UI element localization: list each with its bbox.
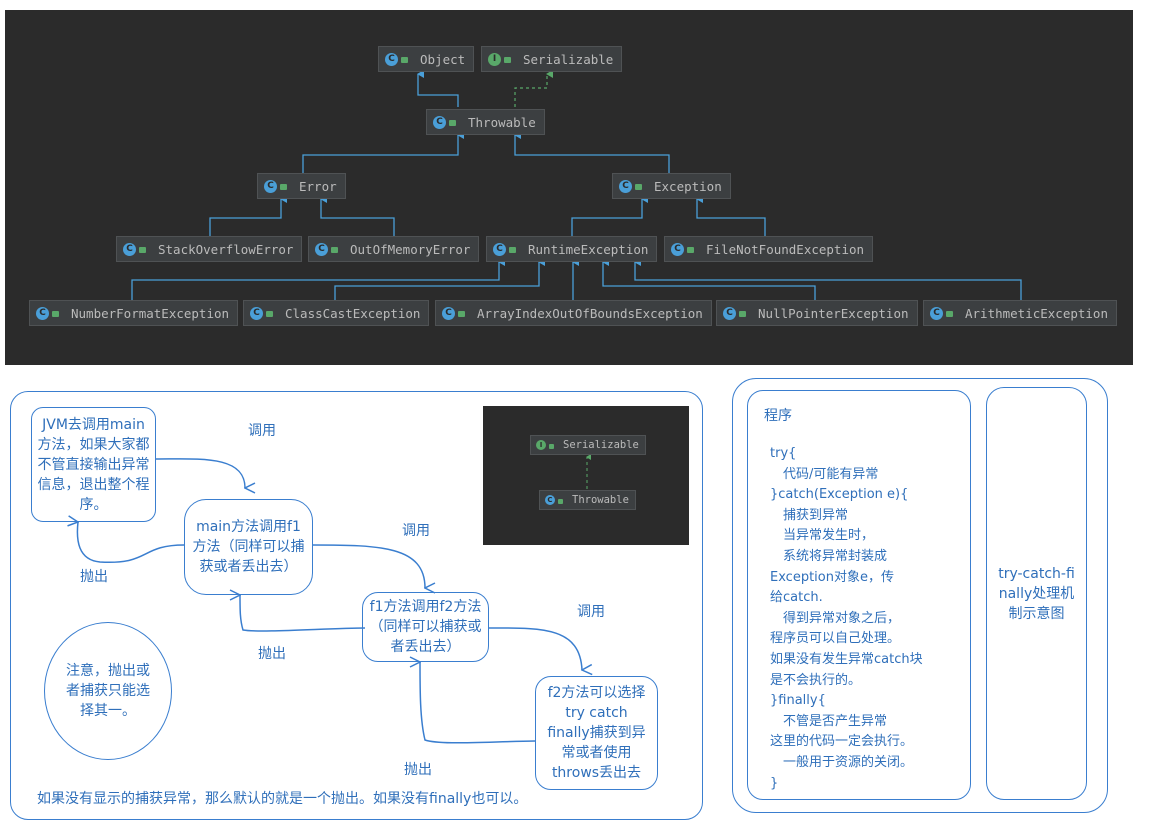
lock-icon	[946, 311, 953, 317]
code-line: 捕获到异常	[770, 507, 849, 523]
lock-icon	[687, 247, 694, 253]
code-line: 一般用于资源的关闭。	[770, 754, 914, 770]
code-line: }finally{	[770, 693, 826, 709]
label-throw-f1-main: 抛出	[258, 646, 286, 662]
interface-icon: I	[536, 440, 546, 450]
code-line: 这里的代码一定会执行。	[770, 734, 914, 750]
code-line: }	[770, 775, 779, 791]
class-icon: C	[493, 242, 506, 256]
code-line: 给catch.	[770, 590, 823, 606]
lock-icon	[558, 498, 563, 504]
lock-icon	[401, 57, 408, 63]
label-throw-main-jvm: 抛出	[80, 569, 108, 585]
lock-icon	[458, 311, 465, 317]
interface-icon: I	[488, 52, 501, 66]
label-call-main-f1: 调用	[402, 523, 430, 539]
flow-frame	[10, 391, 703, 820]
lock-icon	[549, 443, 554, 449]
note-circle: 注意，抛出或者捕获只能选择其一。	[44, 622, 172, 760]
class-icon: C	[671, 242, 684, 256]
class-icon: C	[385, 52, 398, 66]
class-icon: C	[433, 115, 446, 129]
class-icon: C	[723, 306, 736, 320]
class-icon: C	[619, 179, 632, 193]
code-line: 不管是否产生异常	[770, 713, 888, 729]
caption-box: try-catch-finally处理机制示意图	[986, 387, 1087, 800]
code-line: 程序员可以自己处理。	[770, 631, 901, 647]
lock-icon	[139, 247, 146, 253]
code-line: 当异常发生时，	[770, 528, 875, 544]
class-icon: C	[930, 306, 943, 320]
code-line: 得到异常对象之后，	[770, 610, 901, 626]
code-line: 是不会执行的。	[770, 672, 862, 688]
code-line: try{	[770, 446, 797, 461]
class-icon: C	[545, 495, 555, 505]
code-line: }catch(Exception e){	[770, 487, 909, 503]
lock-icon	[449, 120, 456, 126]
program-code: try{ 代码/可能有异常 }catch(Exception e){ 捕获到异常…	[770, 444, 970, 794]
mini-uml-connector	[586, 454, 591, 489]
code-line: 系统将异常封装成	[770, 548, 888, 564]
lock-icon	[504, 57, 511, 63]
label-call-f1-f2: 调用	[577, 604, 605, 620]
label-throw-f2-f1: 抛出	[404, 762, 432, 778]
lock-icon	[52, 311, 59, 317]
program-frame	[732, 378, 1108, 813]
uml-connectors	[131, 70, 1022, 302]
lock-icon	[509, 247, 516, 253]
lock-icon	[635, 184, 642, 190]
program-title: 程序	[764, 408, 792, 424]
jvm-box: JVM去调用main方法，如果大家都不管直接输出异常信息，退出整个程序。	[31, 407, 156, 522]
code-line: 如果没有发生异常catch块	[770, 651, 923, 667]
lock-icon	[266, 311, 273, 317]
lock-icon	[739, 311, 746, 317]
lock-icon	[331, 247, 338, 253]
lock-icon	[280, 184, 287, 190]
class-icon: C	[442, 306, 455, 320]
class-icon: C	[264, 179, 277, 193]
class-icon: C	[250, 306, 263, 320]
class-icon: C	[123, 242, 136, 256]
f2-method-box: f2方法可以选择try catch finally捕获到异常或者使用throws…	[535, 676, 658, 790]
footer-note: 如果没有显示的捕获异常，那么默认的就是一个抛出。如果没有finally也可以。	[37, 791, 528, 807]
code-line: Exception对象e，传	[770, 569, 894, 585]
label-call-jvm-main: 调用	[248, 423, 276, 439]
code-line: 代码/可能有异常	[770, 466, 879, 482]
program-box	[747, 390, 971, 800]
f1-method-box: f1方法调用f2方法（同样可以捕获或者丢出去）	[362, 592, 489, 662]
class-icon: C	[315, 242, 328, 256]
class-icon: C	[36, 306, 49, 320]
main-method-box: main方法调用f1方法（同样可以捕获或者丢出去）	[184, 499, 313, 595]
